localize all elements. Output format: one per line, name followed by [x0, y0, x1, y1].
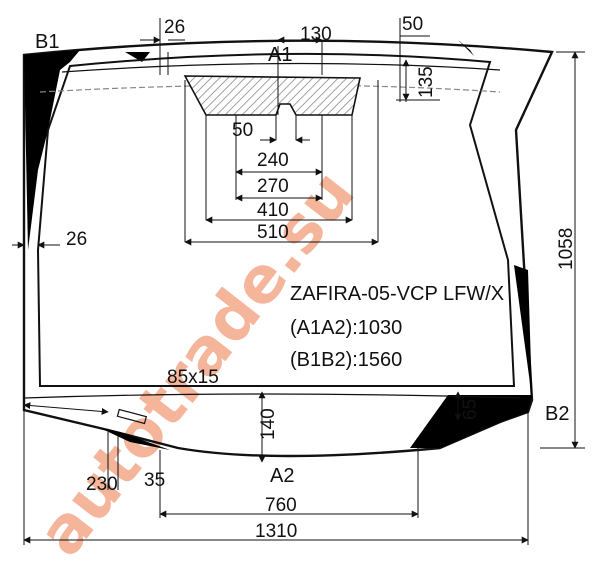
dim-bottom-1310: 1310: [255, 521, 297, 542]
dim-top-130: 130: [300, 24, 332, 45]
dim-center-50: 50: [232, 120, 253, 141]
dim-corner-65: 65: [460, 399, 481, 420]
label-b1: B1: [35, 31, 59, 53]
corner-fill-top-right: [458, 40, 474, 56]
corner-fill-right: [514, 265, 532, 398]
dim-top-50: 50: [402, 14, 423, 35]
dim-right-135: 135: [416, 66, 437, 98]
label-b2: B2: [545, 403, 569, 425]
bottom-inner-line: [23, 393, 521, 399]
visibility-line: [39, 84, 501, 93]
dim-center-270: 270: [257, 176, 289, 197]
label-a2: A2: [270, 465, 294, 487]
sensor-zone: [183, 75, 361, 116]
corner-fill-top-left: [24, 50, 80, 250]
dim-mirror-85x15: 85x15: [167, 367, 219, 388]
mirror-rect: [116, 408, 148, 425]
corner-fill-bottom-right: [410, 395, 532, 448]
dim-bottom-760: 760: [265, 495, 297, 516]
print-border: [36, 52, 516, 387]
dim-bottom-140: 140: [258, 408, 279, 440]
top-inner-line: [61, 62, 501, 73]
model-code: ZAFIRA-05-VCP LFW/X: [290, 283, 504, 305]
dim-center-510: 510: [257, 222, 289, 243]
spec-b1b2: (B1B2):1560: [290, 349, 402, 371]
corner-fill-bottom-left: [100, 428, 170, 450]
dim-top-26: 26: [164, 17, 185, 38]
dim-center-410: 410: [257, 200, 289, 221]
dim-center-240: 240: [257, 150, 289, 171]
label-a1: A1: [268, 44, 292, 66]
dimension-lines: [12, 18, 585, 545]
dim-bottom-35: 35: [144, 470, 165, 491]
glass-outline: [22, 39, 554, 458]
dim-right-1058: 1058: [556, 228, 577, 270]
dim-bottom-230: 230: [86, 474, 118, 495]
spec-a1a2: (A1A2):1030: [290, 317, 402, 339]
dim-left-26: 26: [66, 229, 87, 250]
